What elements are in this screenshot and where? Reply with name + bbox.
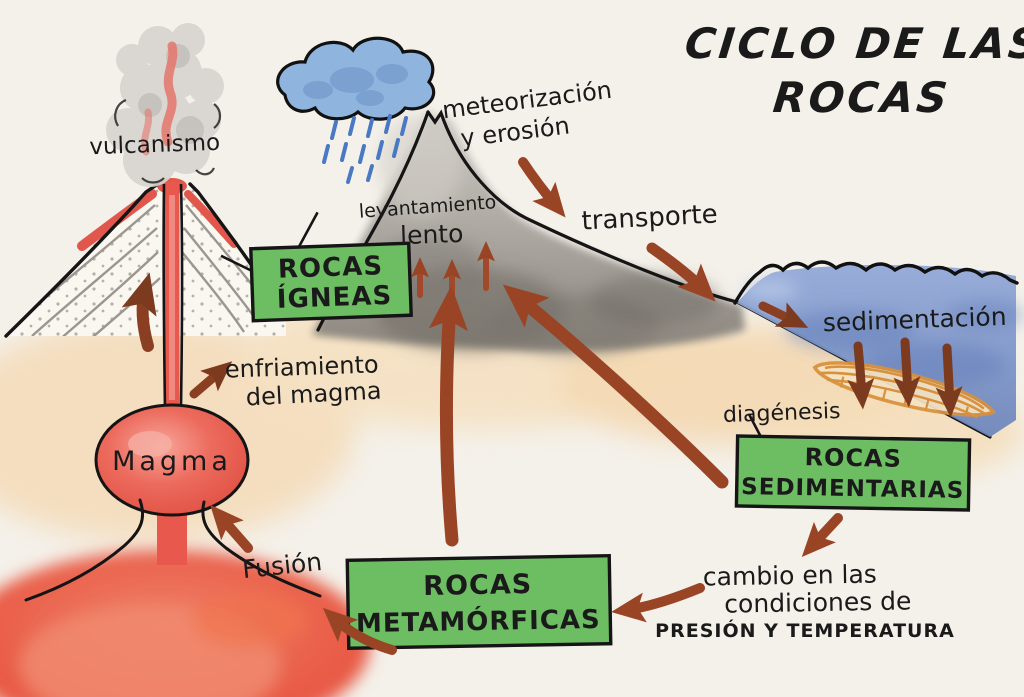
process-arrows: [121, 157, 963, 655]
magma-label: Magma: [112, 446, 232, 477]
smoke-sketch-lines: [114, 98, 222, 184]
metamorphic-to-surface-arrow: [428, 285, 468, 547]
uplift-label-line2: lento: [400, 219, 464, 250]
mountain-right-ridge: [426, 109, 534, 223]
metamorphic-to-fusion-arrow: [322, 607, 397, 655]
metamorphic-box-line2: METAMÓRFICAS: [356, 603, 601, 639]
cooling-arrow: [189, 361, 233, 399]
sedimentation-label: sedimentación: [822, 302, 1007, 337]
lava-flow-left: [77, 189, 157, 251]
settling-arrow-3: [935, 343, 963, 418]
eruption-smoke-cloud: [106, 23, 224, 187]
transport-arrow: [646, 242, 716, 302]
magma-chamber: Magma: [0, 403, 370, 697]
smoke-red-streak: [161, 41, 178, 147]
igneous-box-line1: ROCAS: [277, 251, 383, 285]
rain-strokes: [322, 114, 408, 184]
neck-left-outline: [24, 498, 145, 602]
change-label-line3: PRESIÓN Y TEMPERATURA: [655, 618, 955, 642]
uplift-in-volcano-arrow: [121, 272, 157, 352]
diagenesis-long-arrow: [502, 284, 729, 489]
deep-magma-base: [0, 550, 370, 697]
change-label-line1: cambio en las: [703, 559, 877, 591]
title-line2: ROCAS: [771, 73, 953, 122]
sedimentary-to-change-arrow: [801, 513, 843, 557]
cooling-label-line1: enfriamiento: [224, 350, 379, 383]
igneous-rocks-box: ROCAS ÍGNEAS: [220, 211, 413, 323]
sedimentation-small-arrow: [758, 301, 809, 328]
lava-flow-right: [184, 190, 238, 248]
metamorphic-box-line1: ROCAS: [423, 569, 532, 602]
diagenesis-label: diagénesis: [723, 399, 841, 428]
settling-arrow-1: [847, 341, 875, 410]
sedimentary-box-line1: ROCAS: [804, 443, 902, 473]
diagram-title: CICLO DE LAS ROCAS: [683, 19, 1024, 122]
fusion-to-magma-arrow: [210, 504, 253, 553]
coast-slope-line: [530, 219, 992, 439]
volcano-left-outline: [4, 182, 160, 338]
vulcanismo-label: vulcanismo: [89, 130, 221, 161]
sedimentary-rocks-box: ROCAS SEDIMENTARIAS: [734, 413, 972, 512]
change-to-metamorphic-arrow: [611, 583, 705, 623]
title-line1: CICLO DE LAS: [683, 19, 1024, 68]
settling-arrow-2: [893, 337, 921, 408]
sedimentary-box-line2: SEDIMENTARIAS: [741, 474, 965, 504]
weathering-arrow: [518, 157, 566, 218]
metamorphic-rocks-box: ROCAS METAMÓRFICAS: [345, 553, 613, 650]
igneous-box-line2: ÍGNEAS: [276, 279, 392, 315]
sea-waves-line: [733, 260, 1019, 305]
transport-label: transporte: [581, 199, 719, 236]
change-label-line2: condiciones de: [724, 586, 912, 618]
rain-cloud: [276, 36, 436, 184]
volcano: [4, 178, 288, 414]
neck-right-outline: [201, 500, 322, 598]
